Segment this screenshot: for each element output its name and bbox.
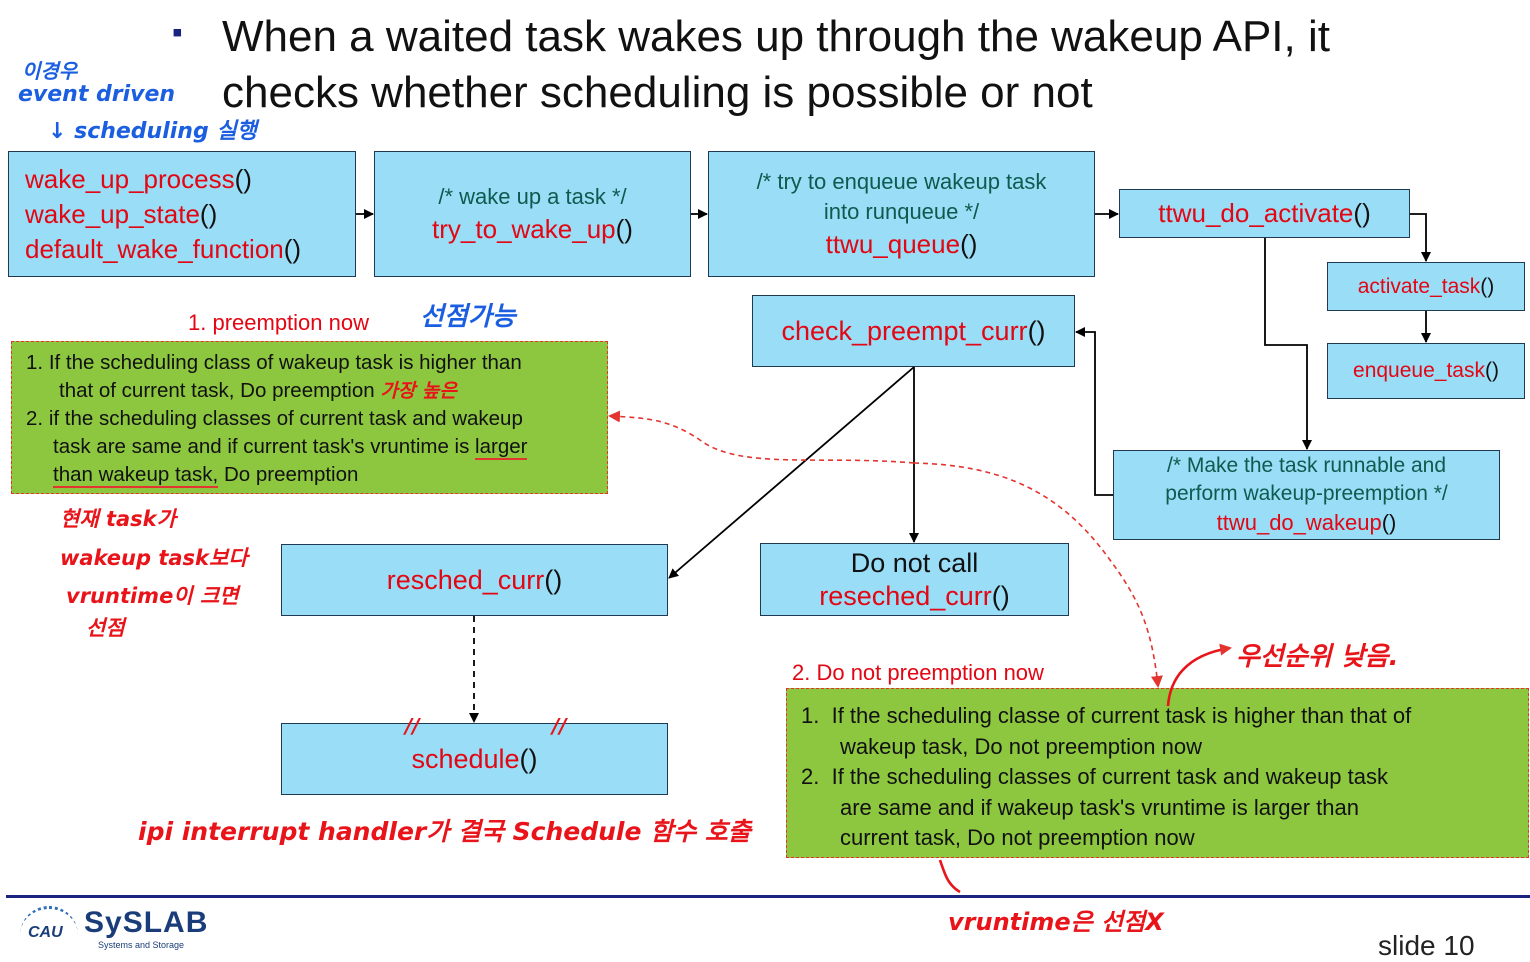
nopreempt-item-1-cont: wakeup task, Do not preemption now	[840, 733, 1202, 759]
schedule-box: schedule()	[281, 723, 668, 795]
func-ttwu-do-activate: ttwu_do_activate()	[1158, 198, 1371, 228]
func-schedule: schedule()	[411, 743, 538, 774]
preempt-item-2: 2. if the scheduling classes of current …	[26, 407, 523, 430]
wakeup-api-box: wake_up_process() wake_up_state() defaul…	[8, 151, 356, 277]
activate-task-box: activate_task()	[1327, 262, 1525, 311]
do-not-call-text: Do not call	[850, 547, 979, 578]
comment-wake-up-task: /* wake up a task */	[438, 183, 627, 209]
annotation-preempt: 선점	[86, 616, 125, 640]
annotation-current-task: 현재 task가	[60, 507, 176, 531]
footer-logo-small: CAU	[28, 924, 63, 941]
annotation-low-priority: 우선순위 낮음.	[1236, 642, 1399, 672]
footer-logo-sub: Systems and Storage	[98, 940, 185, 950]
comment-make-runnable-2: perform wakeup-preemption */	[1165, 482, 1448, 505]
hand-arrow-vruntime	[938, 859, 961, 894]
no-preemption-label: 2. Do not preemption now	[792, 660, 1044, 685]
nopreempt-item-2-cont: are same and if wakeup task's vruntime i…	[840, 794, 1359, 820]
red-hand-strokes	[938, 643, 1232, 894]
func-ttwu-queue: ttwu_queue()	[825, 228, 978, 259]
black-arrows	[356, 209, 1431, 723]
resched-curr-box: resched_curr()	[281, 544, 668, 616]
annotation-highest: 가장 높은	[380, 380, 457, 402]
footer-logo: SySLAB	[84, 906, 209, 939]
red-dashed-arrows	[608, 410, 1163, 688]
preempt-item-1-cont: that of current task, Do preemption 가장 높…	[59, 379, 457, 402]
slide-number: slide 10	[1378, 930, 1475, 961]
annotation-case: 이경우	[22, 59, 78, 83]
func-check-preempt-curr: check_preempt_curr()	[781, 315, 1046, 346]
func-activate-task: activate_task()	[1357, 274, 1495, 298]
preempt-item-2-cont2: than wakeup task, Do preemption	[53, 463, 359, 488]
title-bullet: ▪	[172, 16, 183, 49]
enqueue-task-box: enqueue_task()	[1327, 343, 1525, 399]
title-line2: checks whether scheduling is possible or…	[222, 68, 1093, 117]
arrow-activate-to-activate-task	[1410, 213, 1431, 262]
func-resched-curr: resched_curr()	[386, 564, 563, 595]
ttwu-do-activate-box: ttwu_do_activate()	[1119, 189, 1410, 238]
arrow-activate-to-wakeup	[1264, 238, 1312, 450]
do-not-call-box: Do not call reseched_curr()	[760, 543, 1069, 616]
arrow-to-preemption-box	[608, 410, 915, 464]
annotation-vruntime-larger: vruntime이 크면	[66, 584, 239, 608]
try-to-wake-up-box: /* wake up a task */ try_to_wake_up()	[374, 151, 691, 277]
func-default-wake-function: default_wake_function()	[25, 234, 302, 264]
annotation-scheduling-run: ↓ scheduling 실행	[48, 119, 257, 144]
comment-enqueue-2: into runqueue */	[823, 198, 980, 224]
ttwu-queue-box: /* try to enqueue wakeup task into runqu…	[708, 151, 1095, 277]
preempt-item-1: 1. If the scheduling class of wakeup tas…	[26, 351, 522, 374]
nopreempt-item-1: 1. If the scheduling classe of current t…	[801, 703, 1412, 728]
func-ttwu-do-wakeup: ttwu_do_wakeup()	[1216, 510, 1397, 535]
preemption-now-box: 1. If the scheduling class of wakeup tas…	[11, 341, 608, 494]
title-line1: When a waited task wakes up through the …	[222, 12, 1330, 61]
arrow-wakeup-to-check	[1075, 327, 1113, 496]
func-try-to-wake-up: try_to_wake_up()	[432, 213, 633, 244]
check-preempt-curr-box: check_preempt_curr()	[752, 295, 1075, 367]
footer-divider	[6, 895, 1530, 898]
annotation-preemptible: 선점가능	[420, 302, 516, 332]
footer-logo-mark	[20, 906, 78, 951]
arrow-check-to-resched	[668, 366, 915, 579]
nopreempt-item-2: 2. If the scheduling classes of current …	[801, 764, 1389, 789]
annotation-marks-right: //	[552, 714, 567, 738]
nopreempt-item-2-cont2: current task, Do not preemption now	[840, 825, 1195, 850]
comment-make-runnable-1: /* Make the task runnable and	[1166, 454, 1446, 477]
func-enqueue-task: enqueue_task()	[1353, 359, 1499, 382]
func-reseched-curr: reseched_curr()	[819, 580, 1010, 611]
no-preemption-box: 1. If the scheduling classe of current t…	[786, 688, 1529, 858]
func-wake-up-process: wake_up_process()	[25, 164, 252, 194]
annotation-marks-left: //	[405, 714, 420, 738]
annotation-than-wakeup: wakeup task보다	[60, 546, 248, 570]
hand-arrow-priority	[1166, 643, 1232, 707]
func-wake-up-state: wake_up_state()	[25, 199, 218, 229]
annotation-vruntime-no-preempt: vruntime은 선점X	[948, 908, 1164, 936]
ttwu-do-wakeup-box: /* Make the task runnable and perform wa…	[1113, 450, 1500, 540]
annotation-ipi-handler: ipi interrupt handler가 결국 Schedule 함수 호출	[138, 817, 751, 846]
arrow-to-no-preemption-box	[913, 462, 1163, 688]
annotation-event-driven: event driven	[18, 82, 176, 107]
comment-enqueue-1: /* try to enqueue wakeup task	[756, 168, 1047, 194]
preempt-item-2-cont: task are same and if current task's vrun…	[53, 435, 528, 460]
preemption-now-label: 1. preemption now	[188, 310, 369, 335]
